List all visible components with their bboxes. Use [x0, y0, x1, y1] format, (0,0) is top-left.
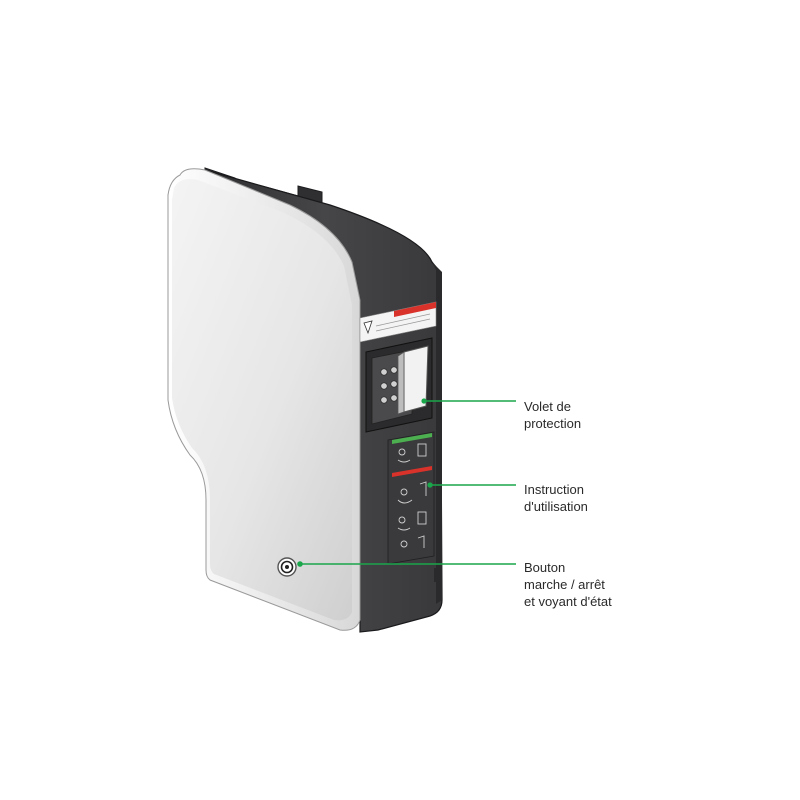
leader-line-volet [421, 398, 516, 404]
callout-bouton-line-1: Bouton [524, 560, 566, 575]
warning-label [359, 301, 437, 343]
callout-bouton-line-3: et voyant d'état [524, 594, 612, 609]
callout-bouton-line-2: marche / arrêt [524, 577, 605, 592]
instruction-panel [387, 431, 435, 565]
socket-protective-shutter [365, 337, 433, 433]
callout-instruction-line-2: d'utilisation [524, 499, 588, 514]
callout-volet-line-2: protection [524, 416, 582, 431]
leader-lines [297, 398, 516, 567]
front-panel [167, 168, 361, 631]
power-button [277, 557, 297, 577]
leader-line-instruction [427, 482, 516, 488]
leader-line-bouton [297, 561, 516, 567]
callout-power-button: Bouton marche / arrêt et voyant d'état [524, 559, 612, 610]
callout-instructions: Instruction d'utilisation [524, 481, 588, 515]
callout-volet-line-1: Volet de [524, 399, 571, 414]
callout-instruction-line-1: Instruction [524, 482, 584, 497]
callout-protective-shutter: Volet de protection [524, 398, 581, 432]
